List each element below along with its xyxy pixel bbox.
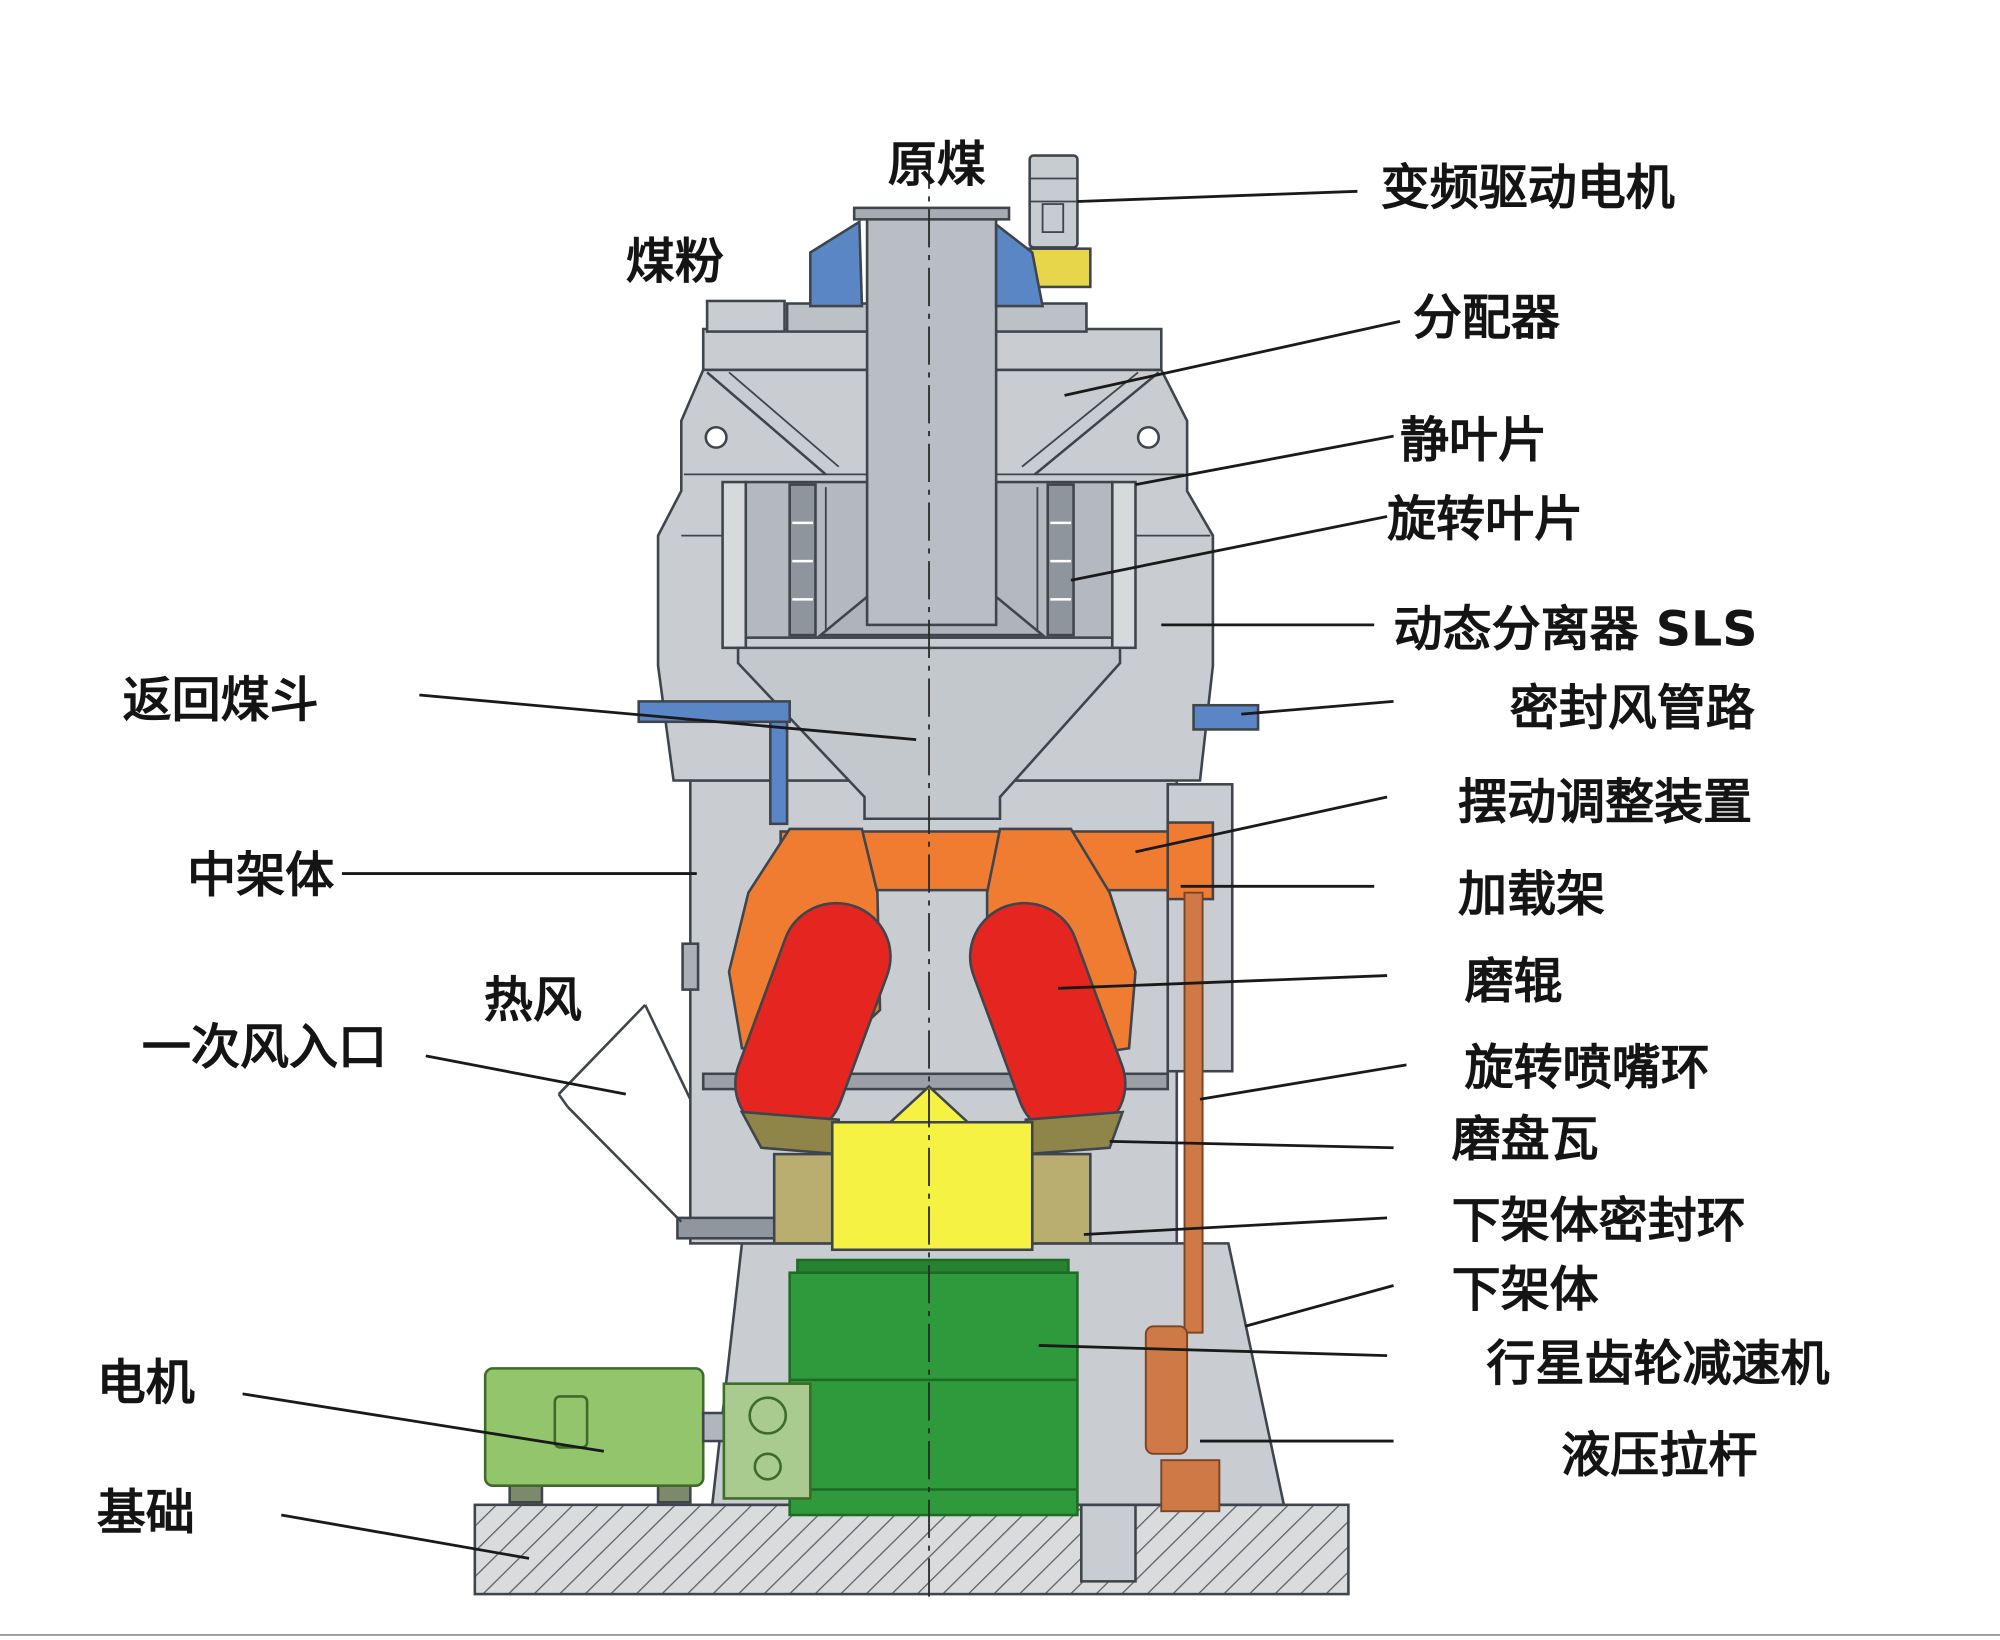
table-liner-right	[1024, 1110, 1125, 1156]
leader-lines-left	[242, 693, 917, 1560]
foundation	[473, 1503, 1350, 1596]
coupling-gear-icon	[748, 1396, 788, 1435]
leader-distributor	[1064, 319, 1401, 397]
label-return-hopper: 返回煤斗	[123, 673, 319, 729]
right-brace	[1034, 371, 1160, 476]
right-bolt	[1136, 425, 1160, 449]
leader-primary-air-inlet	[425, 1054, 627, 1096]
leader-lines-right	[1038, 189, 1407, 1443]
left-brace	[706, 371, 827, 476]
table-seal-ring-right	[1030, 1152, 1092, 1245]
leader-swing-adjuster	[1135, 795, 1388, 854]
leader-lower-frame-seal-ring	[1083, 1216, 1388, 1236]
label-lower-frame: 下架体	[1452, 1262, 1599, 1318]
return-pipe-horizontal	[637, 700, 791, 724]
label-hydraulic-tie-rod: 液压拉杆	[1561, 1428, 1757, 1484]
leader-rotating-blades	[1070, 515, 1388, 582]
label-table-liner: 磨盘瓦	[1452, 1112, 1599, 1168]
label-hot-air: 热风	[484, 973, 582, 1029]
leader-seal-air-pipe	[1241, 700, 1394, 716]
label-static-blades: 静叶片	[1400, 413, 1547, 469]
hydraulic-tie-rod	[1144, 891, 1221, 1513]
label-raw-coal: 原煤	[888, 137, 986, 193]
coupling-box	[722, 1382, 812, 1500]
label-grinding-roller: 磨辊	[1465, 954, 1563, 1010]
label-primary-air-inlet: 一次风入口	[142, 1020, 387, 1076]
label-distributor: 分配器	[1413, 290, 1560, 346]
motor-body	[483, 1367, 705, 1487]
return-pipe-vertical	[769, 720, 789, 826]
top-left-box	[705, 299, 786, 333]
label-lower-frame-seal-ring: 下架体密封环	[1452, 1193, 1746, 1249]
table-seal-ring-left	[772, 1152, 834, 1245]
separator-outer-wall-right	[1110, 480, 1137, 650]
separator-outer-wall-left	[721, 480, 748, 650]
left-bracket	[809, 219, 864, 308]
tie-rod-cylinder	[1144, 1325, 1189, 1455]
tie-rod-base	[1160, 1459, 1221, 1513]
pipe-body	[865, 212, 998, 627]
label-planetary-gearbox: 行星齿轮减速机	[1486, 1336, 1829, 1392]
duct-edge	[643, 1004, 692, 1100]
grinding-table	[739, 1084, 1125, 1252]
duct-edge	[557, 1004, 647, 1096]
label-loading-frame: 加载架	[1458, 867, 1605, 923]
duct-edge	[557, 1093, 569, 1108]
motor-shaft	[701, 1411, 726, 1443]
grinding-table-body	[830, 1120, 1034, 1252]
label-rotating-nozzle-ring: 旋转喷嘴环	[1465, 1040, 1710, 1096]
leader-rotating-nozzle-ring	[1199, 1063, 1407, 1101]
leader-planetary-gearbox	[1038, 1344, 1388, 1358]
leader-vfd-drive-motor	[1077, 189, 1358, 203]
label-middle-frame: 中架体	[187, 848, 334, 904]
foundation-notch	[1079, 1503, 1137, 1583]
leader-foundation	[281, 1513, 530, 1560]
middle-frame-hinge	[681, 942, 700, 991]
left-brace-inner	[728, 371, 840, 468]
label-rotating-blades: 旋转叶片	[1387, 492, 1583, 548]
central-feed-pipe	[817, 206, 1047, 637]
tie-rod	[1183, 891, 1204, 1334]
leader-table-liner	[1109, 1139, 1394, 1150]
label-dynamic-separator: 动态分离器 SLS	[1394, 602, 1758, 658]
pipe-top-lip	[852, 206, 1011, 221]
planetary-gearbox	[788, 1258, 1079, 1517]
foundation-hatch	[473, 1503, 1350, 1596]
label-seal-air-pipe: 密封风管路	[1510, 681, 1755, 737]
main-motor	[483, 1367, 812, 1504]
label-coal-powder: 煤粉	[626, 234, 724, 290]
right-bracket	[994, 221, 1045, 308]
left-bolt	[704, 425, 728, 449]
leader-static-blades	[1135, 434, 1394, 486]
seal-air-pipe	[1192, 703, 1260, 731]
label-foundation: 基础	[97, 1485, 195, 1541]
right-brace-inner	[1021, 371, 1139, 468]
label-swing-adjuster: 摆动调整装置	[1458, 775, 1752, 831]
duct-edge	[566, 1106, 683, 1223]
drive-motor-terminal	[1041, 203, 1065, 233]
label-motor: 电机	[97, 1355, 195, 1411]
label-vfd-drive-motor: 变频驱动电机	[1381, 160, 1675, 216]
leader-return-hopper	[419, 693, 917, 742]
leader-lower-frame	[1244, 1284, 1394, 1328]
blue-components	[637, 219, 1260, 826]
leader-grinding-roller	[1058, 974, 1388, 990]
gearbox-body	[788, 1271, 1079, 1517]
hot-air-inlet-duct	[557, 1004, 692, 1223]
leader-motor	[242, 1392, 605, 1453]
coupling-gear-icon	[753, 1452, 782, 1481]
